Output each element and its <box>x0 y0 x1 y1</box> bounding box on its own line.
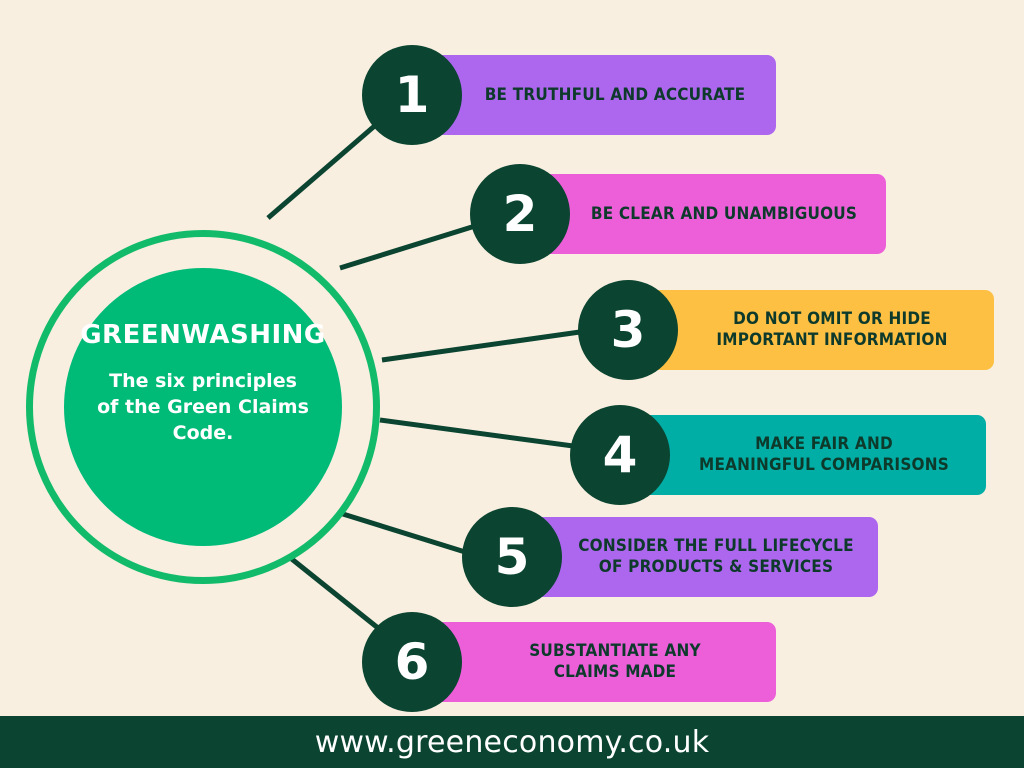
footer-url[interactable]: www.greeneconomy.co.uk <box>314 724 710 760</box>
principle-5-line: OF PRODUCTS & SERVICES <box>598 557 834 577</box>
principle-6-number: 6 <box>362 612 462 712</box>
principle-2-number: 2 <box>470 164 570 264</box>
principle-4-line: MAKE FAIR AND <box>755 434 893 454</box>
hub-subtitle-line: The six principles <box>109 370 297 392</box>
principle-2-box: BE CLEAR AND UNAMBIGUOUS <box>520 174 886 254</box>
principle-1-box: BE TRUTHFUL AND ACCURATE <box>412 55 776 135</box>
principle-5-box: CONSIDER THE FULL LIFECYCLE OF PRODUCTS … <box>512 517 878 597</box>
principle-3-number: 3 <box>578 280 678 380</box>
principle-3-line: IMPORTANT INFORMATION <box>716 330 948 350</box>
principle-4-number: 4 <box>570 405 670 505</box>
principle-1-line: BE TRUTHFUL AND ACCURATE <box>484 84 746 105</box>
principle-2-line: BE CLEAR AND UNAMBIGUOUS <box>590 203 858 224</box>
principle-2-text: BE CLEAR AND UNAMBIGUOUS <box>591 204 857 225</box>
principle-3-text: DO NOT OMIT OR HIDE IMPORTANT INFORMATIO… <box>716 309 947 351</box>
principle-5-text: CONSIDER THE FULL LIFECYCLE OF PRODUCTS … <box>578 536 854 578</box>
principle-5-line: CONSIDER THE FULL LIFECYCLE <box>578 536 854 556</box>
hub-subtitle: The six principles of the Green Claims C… <box>94 368 312 446</box>
principle-6-text: SUBSTANTIATE ANY CLAIMS MADE <box>529 641 701 683</box>
connector-line-4 <box>379 417 589 451</box>
connector-line-1 <box>266 121 380 220</box>
principle-4-line: MEANINGFUL COMPARISONS <box>699 455 949 475</box>
principle-1-text: BE TRUTHFUL AND ACCURATE <box>485 85 746 106</box>
hub-subtitle-line: Code. <box>172 422 234 444</box>
connector-line-5 <box>329 507 479 559</box>
hub-circle <box>64 268 342 546</box>
hub-subtitle-line: of the Green Claims <box>97 396 309 418</box>
principle-3-box: DO NOT OMIT OR HIDE IMPORTANT INFORMATIO… <box>628 290 994 370</box>
connector-line-2 <box>339 219 489 271</box>
principle-4-box: MAKE FAIR AND MEANINGFUL COMPARISONS <box>620 415 986 495</box>
connector-line-6 <box>276 546 380 630</box>
principle-3-line: DO NOT OMIT OR HIDE <box>733 309 931 329</box>
principle-6-line: CLAIMS MADE <box>553 662 677 682</box>
footer-bar: www.greeneconomy.co.uk <box>0 716 1024 768</box>
connector-line-3 <box>381 327 595 363</box>
principle-4-text: MAKE FAIR AND MEANINGFUL COMPARISONS <box>699 434 949 476</box>
principle-1-number: 1 <box>362 45 462 145</box>
principle-6-line: SUBSTANTIATE ANY <box>529 641 701 661</box>
principle-5-number: 5 <box>462 507 562 607</box>
principle-6-box: SUBSTANTIATE ANY CLAIMS MADE <box>412 622 776 702</box>
hub-title: GREENWASHING <box>80 320 326 350</box>
